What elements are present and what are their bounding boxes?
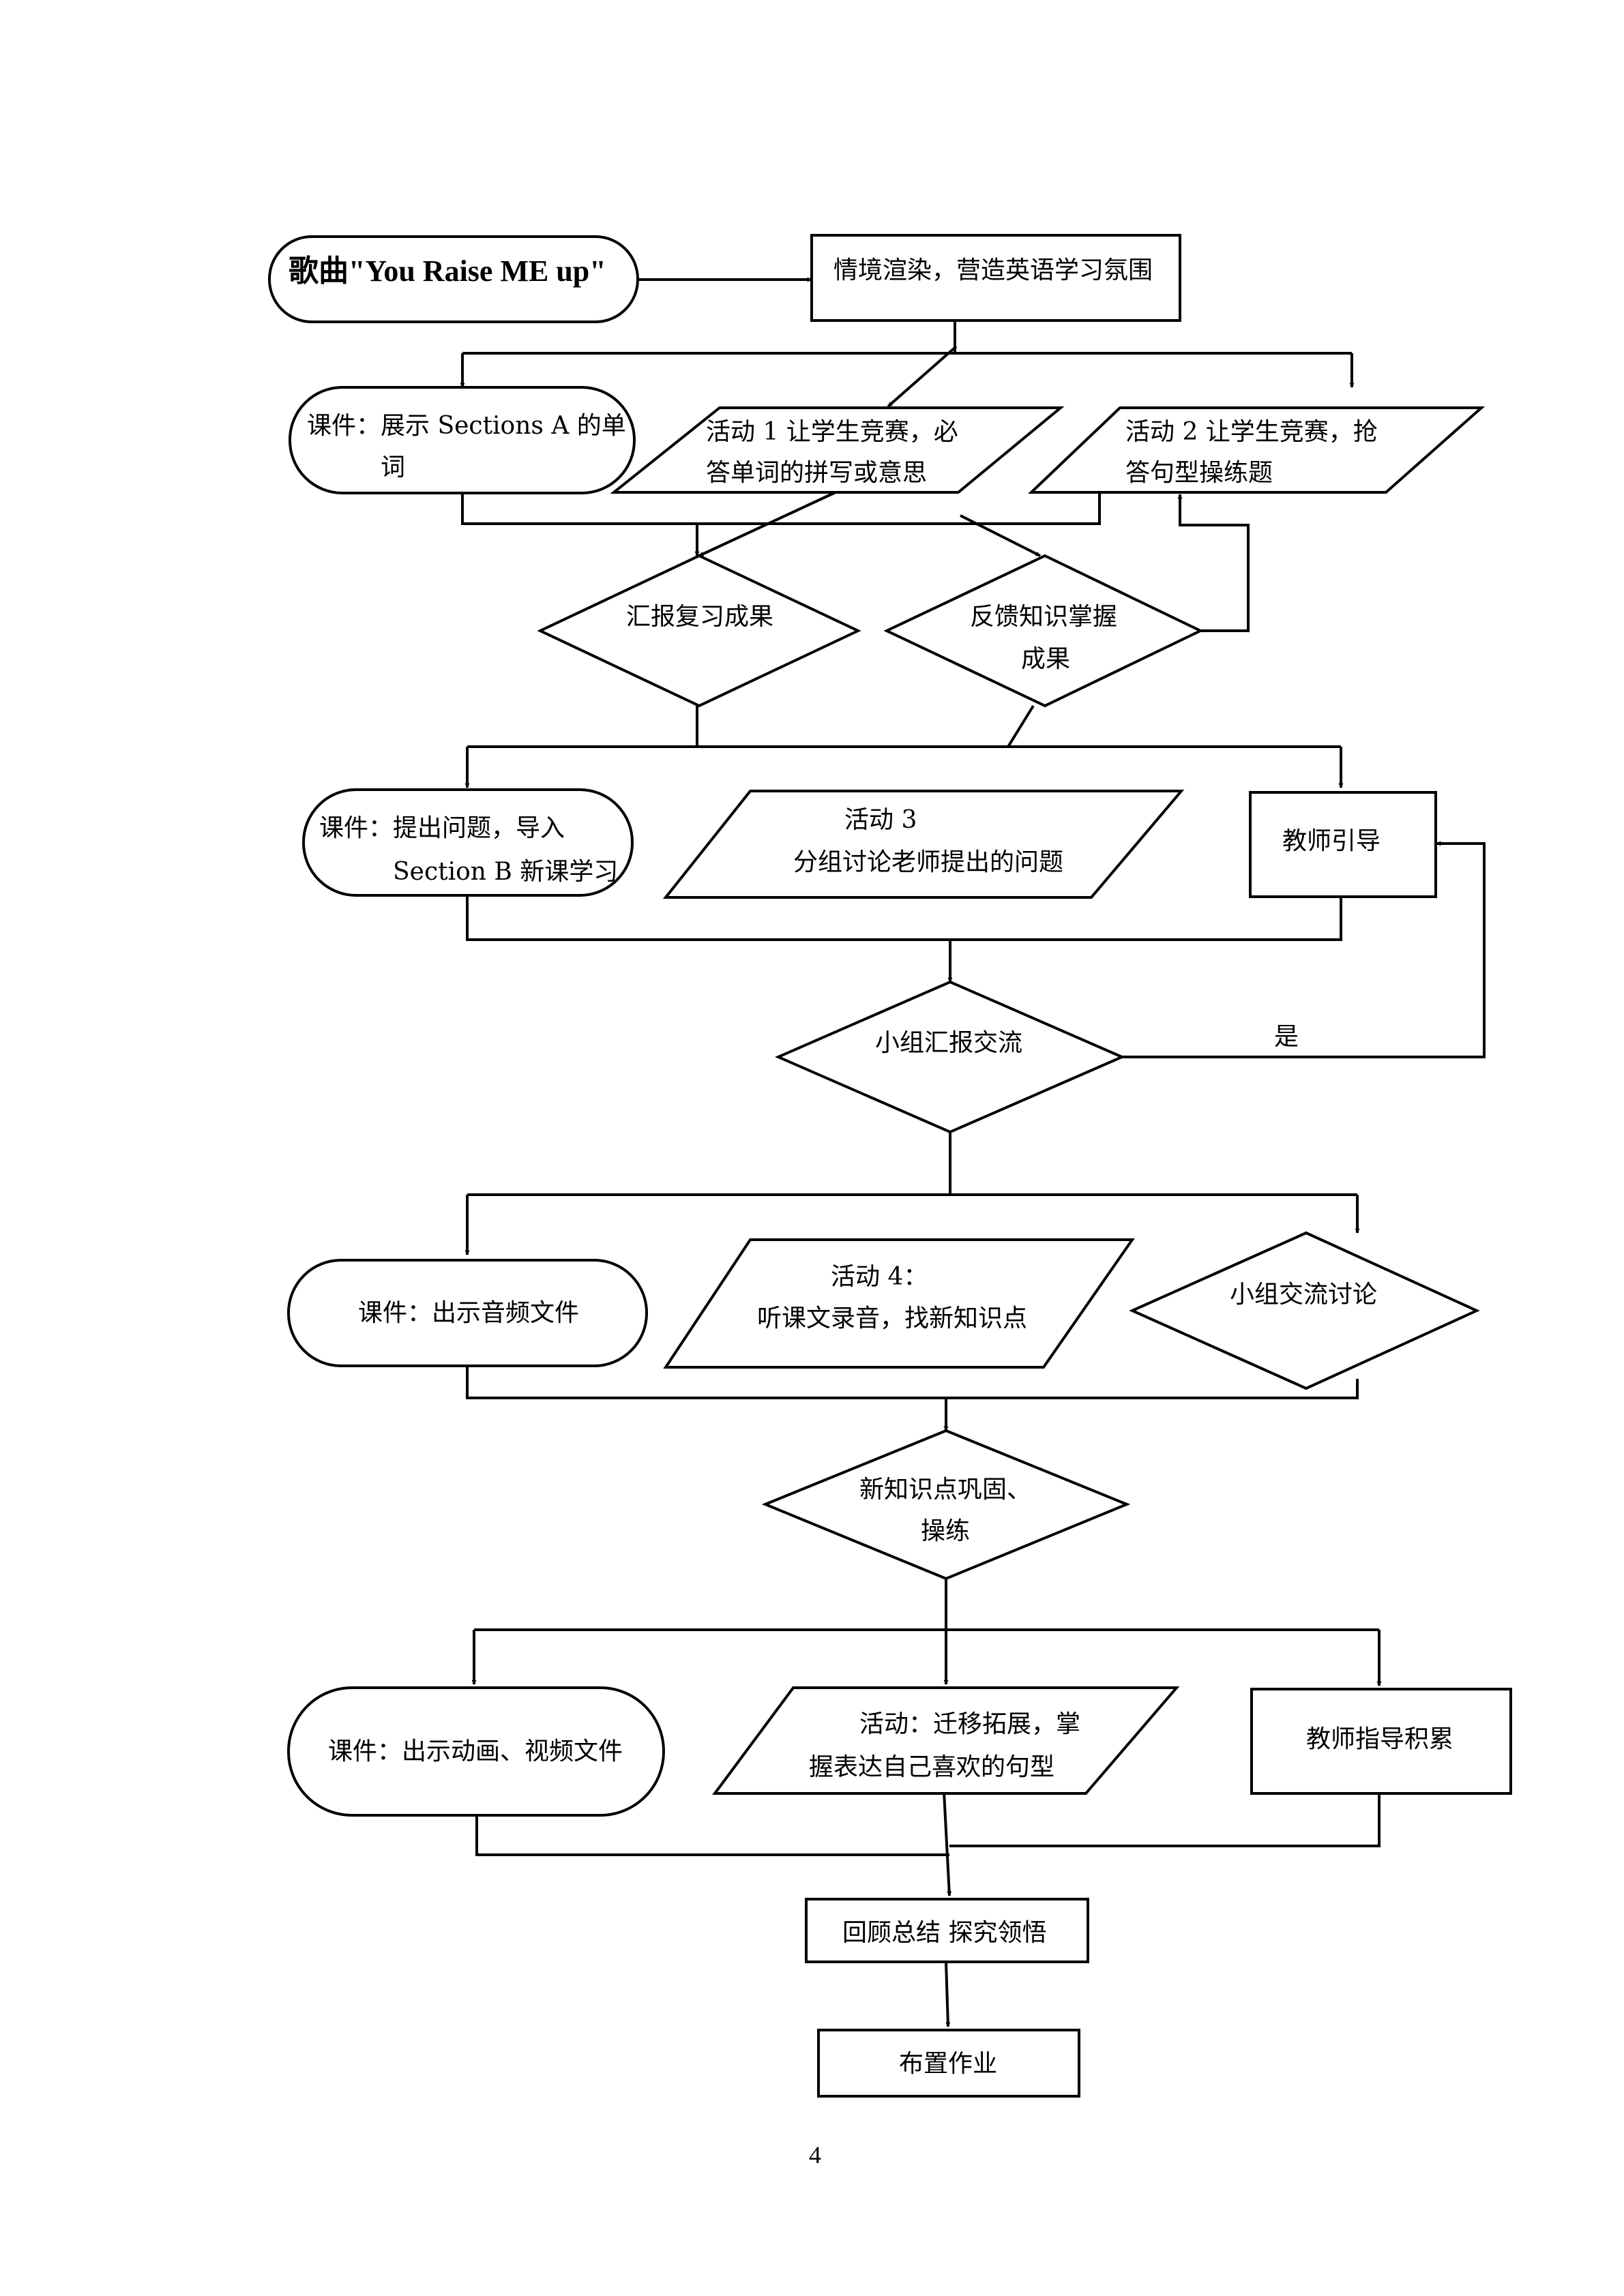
connector-to-review-summary: [943, 1791, 952, 1896]
node-review-summary: 回顾总结 探究领悟: [842, 1919, 1046, 1947]
node-scene-shape: [810, 234, 1181, 322]
node-activity3-line-2: 分组讨论老师提出的问题: [793, 848, 1063, 876]
node-feedback: 反馈知识掌握 成果: [970, 603, 1125, 673]
node-activity4-line-1: 活动 4：: [831, 1263, 928, 1291]
connector-merge-bar-2: [466, 895, 1342, 941]
node-teacher-accumulate-line-1: 教师指导积累: [1306, 1725, 1453, 1753]
node-group-discuss-shape: [1129, 1231, 1480, 1390]
node-activity2: 活动 2 让学生竞赛，抢 答句型操练题: [1125, 418, 1385, 487]
node-report-review: 汇报复习成果: [626, 603, 773, 631]
node-consolidate-line-2: 操练: [921, 1517, 970, 1545]
node-activity2-line-2: 答句型操练题: [1125, 459, 1273, 487]
node-teacher-guide-line-1: 教师引导: [1282, 827, 1381, 855]
node-review-summary-shape: [805, 1898, 1089, 1963]
node-group-discuss: 小组交流讨论: [1230, 1281, 1377, 1309]
labels: 歌曲"You Raise ME up" 情境渲染，营造英语学习氛围 课件：展示 …: [289, 254, 1453, 2168]
node-courseware-video-line-1: 课件：出示动画、视频文件: [328, 1738, 623, 1765]
node-courseware-a: 课件：展示 Sections A 的单 词: [307, 412, 634, 481]
node-activity1-line-1: 活动 1 让学生竞赛，必: [706, 418, 958, 446]
node-consolidate-shape: [761, 1429, 1131, 1581]
node-activity2-line-1: 活动 2 让学生竞赛，抢: [1125, 418, 1378, 446]
node-consolidate-line-1: 新知识点巩固、: [859, 1476, 1031, 1504]
node-teacher-accumulate-shape: [1250, 1688, 1512, 1795]
node-courseware-a-shape: [289, 386, 636, 494]
node-activity5-shape: [712, 1686, 1180, 1795]
node-song: 歌曲"You Raise ME up": [289, 254, 606, 288]
node-group-report: 小组汇报交流: [875, 1029, 1022, 1057]
node-courseware-a-line-1: 课件：展示 Sections A 的单: [307, 412, 626, 440]
node-activity5: 活动：迁移拓展，掌 握表达自己喜欢的句型: [809, 1710, 1088, 1781]
node-activity4-shape: [663, 1238, 1135, 1369]
connector-merge-bar-3: [466, 1364, 1359, 1399]
yes-label-line-1: 是: [1274, 1023, 1299, 1051]
yes-label: 是: [1274, 1023, 1299, 1051]
node-group-report-shape: [775, 980, 1125, 1134]
node-review-summary-line-1: 回顾总结 探究领悟: [842, 1919, 1046, 1947]
connector-feedback-down: [1007, 704, 1035, 748]
node-homework: 布置作业: [899, 2050, 997, 2078]
page-number: 4: [809, 2141, 821, 2168]
node-courseware-b-shape: [302, 788, 634, 897]
node-activity5-line-2: 握表达自己喜欢的句型: [809, 1753, 1054, 1781]
connectors: [460, 277, 1486, 2027]
node-activity2-shape: [1028, 406, 1486, 494]
node-activity1: 活动 1 让学生竞赛，必 答单词的拼写或意思: [706, 418, 966, 487]
node-courseware-a-line-2: 词: [381, 453, 405, 481]
node-courseware-video-shape: [287, 1686, 665, 1817]
node-activity4: 活动 4： 听课文录音，找新知识点: [757, 1263, 1027, 1332]
connector-feedback-activity2: [1177, 494, 1250, 632]
node-courseware-video: 课件：出示动画、视频文件: [328, 1738, 623, 1765]
node-feedback-line-1: 反馈知识掌握: [970, 603, 1117, 631]
node-activity3-shape: [662, 790, 1185, 899]
node-courseware-b: 课件：提出问题，导入 Section B 新课学习: [319, 814, 618, 886]
node-feedback-line-2: 成果: [1021, 645, 1070, 673]
connector-merge-bar-4-right: [949, 1793, 1381, 1847]
node-group-report-line-1: 小组汇报交流: [875, 1029, 1022, 1057]
node-teacher-accumulate: 教师指导积累: [1306, 1725, 1453, 1753]
node-homework-line-1: 布置作业: [899, 2050, 997, 2078]
node-feedback-shape: [883, 554, 1204, 708]
connector-merge-bar-4: [475, 1815, 949, 1856]
node-teacher-guide: 教师引导: [1282, 827, 1381, 855]
connector-review-homework: [945, 1961, 951, 2027]
node-activity3-line-1: 活动 3: [844, 806, 917, 834]
node-report-review-shape: [537, 554, 861, 708]
node-song-shape: [268, 235, 639, 323]
node-scene: 情境渲染，营造英语学习氛围: [833, 256, 1153, 284]
node-scene-line-1: 情境渲染，营造英语学习氛围: [833, 256, 1153, 284]
node-activity1-line-2: 答单词的拼写或意思: [706, 459, 927, 487]
node-group-discuss-line-1: 小组交流讨论: [1230, 1281, 1377, 1309]
node-consolidate: 新知识点巩固、 操练: [859, 1476, 1039, 1545]
node-activity3: 活动 3 分组讨论老师提出的问题: [793, 806, 1063, 876]
node-courseware-audio: 课件：出示音频文件: [358, 1299, 579, 1327]
connector-to-activity1: [887, 345, 958, 408]
node-courseware-audio-shape: [287, 1259, 648, 1367]
node-teacher-guide-shape: [1249, 791, 1437, 898]
node-courseware-b-line-2: Section B 新课学习: [393, 858, 618, 886]
node-courseware-audio-line-1: 课件：出示音频文件: [358, 1299, 579, 1327]
node-homework-shape: [817, 2029, 1080, 2098]
connector-merge-bar-1: [461, 492, 1101, 525]
connector-activity1-feedback: [960, 514, 1041, 557]
node-courseware-b-line-1: 课件：提出问题，导入: [319, 814, 565, 842]
node-report-review-line-1: 汇报复习成果: [626, 603, 773, 631]
connector-activity1-report: [698, 491, 836, 557]
connector-yes-loop: [1121, 841, 1486, 1058]
node-activity1-shape: [610, 406, 1065, 494]
node-activity5-line-1: 活动：迁移拓展，掌: [859, 1710, 1080, 1738]
shapes: [268, 234, 1512, 2098]
node-activity4-line-2: 听课文录音，找新知识点: [757, 1304, 1027, 1332]
node-song-line-1: 歌曲"You Raise ME up": [289, 254, 606, 288]
